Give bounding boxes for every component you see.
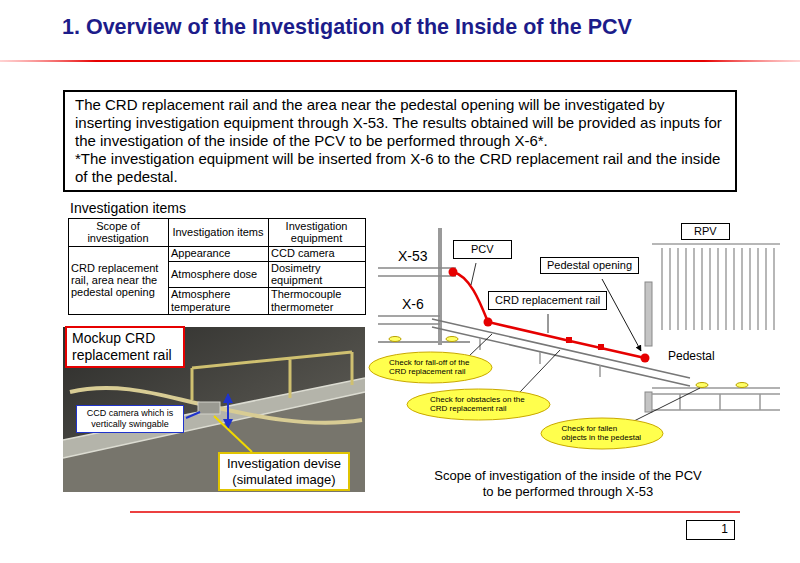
photo-title-box: Mockup CRD replacement rail: [65, 326, 185, 368]
debris-mark: [446, 337, 458, 342]
pedestal-floor: [652, 388, 780, 410]
leader-line: [468, 334, 492, 357]
route-point: [484, 318, 493, 327]
check-ellipse: Check for fallen objects in the pedestal: [540, 417, 664, 450]
debris-mark: [389, 337, 401, 342]
penetration-label: X-6: [402, 296, 424, 312]
device-pointer: [214, 416, 252, 452]
leader-line: [632, 388, 700, 422]
callout-box: Investigation devise (simulated image): [218, 452, 350, 491]
check-ellipse: Check for fall-off of the CRD replacemen…: [368, 351, 493, 384]
structure-label: Pedestal: [666, 349, 717, 363]
photo-device: [198, 402, 220, 414]
table-header-cell: Investigation equipment: [268, 218, 365, 246]
table-header-cell: Scope of investigation: [68, 218, 168, 246]
check-text: Check for fall-off of the CRD replacemen…: [389, 358, 471, 376]
table-cell: Dosimetry equipment: [268, 261, 365, 287]
photo-title: Mockup CRD replacement rail: [72, 330, 178, 364]
access-route: [453, 272, 645, 358]
table-cell: Atmosphere temperature: [168, 287, 268, 314]
table-header-cell: Investigation items: [168, 218, 268, 246]
table-cell: Appearance: [168, 246, 268, 261]
penetration-label: X-53: [398, 248, 428, 264]
leader-line: [520, 350, 560, 392]
check-ellipse: Check for obstacles on the CRD replaceme…: [406, 388, 551, 421]
photo-rail-edge: [63, 378, 365, 458]
footnote-text: *The investigation equipment will be ins…: [75, 150, 725, 186]
ellipse-outline: [541, 418, 663, 449]
table-frame: [69, 219, 366, 315]
title-rule: [0, 60, 800, 62]
route-point: [641, 354, 650, 363]
table-cell: CRD replacement rail, area near the pede…: [68, 246, 168, 314]
component-label-box: RPV: [681, 223, 730, 240]
slide-title: 1. Overview of the Investigation of the …: [62, 15, 632, 40]
pedestal-wall: [645, 282, 652, 346]
debris-mark: [696, 383, 708, 388]
table-cell: CCD camera: [268, 246, 365, 261]
leader-arrow: [602, 279, 641, 351]
section-heading: Investigation items: [70, 200, 186, 216]
route-marker: [566, 337, 572, 343]
component-name: RPV: [694, 225, 717, 238]
component-name: Pedestal opening: [547, 259, 632, 272]
summary-text: The CRD replacement rail and the area ne…: [75, 96, 725, 150]
crd-housings: [652, 244, 780, 330]
callout-box: CCD camera which is vertically swingable: [76, 405, 184, 433]
photo-frame: [192, 352, 352, 400]
table-cell: Atmosphere dose: [168, 261, 268, 287]
ellipse-outline: [369, 352, 492, 383]
footer-rule: [130, 511, 740, 513]
callout-text: Investigation devise (simulated image): [223, 456, 345, 487]
route-marker: [598, 344, 604, 350]
component-name: CRD replacement rail: [495, 294, 600, 307]
mockup-photo: [63, 327, 365, 492]
pcv-wall: [438, 228, 442, 345]
swing-arrow: [227, 394, 229, 428]
component-name: PCV: [471, 243, 494, 256]
ellipse-outline: [407, 389, 550, 420]
debris-mark: [736, 383, 748, 388]
component-label-box: CRD replacement rail: [488, 291, 607, 310]
pedestal-wall: [645, 392, 652, 412]
leader-line: [471, 263, 476, 285]
x6-penetration: [378, 316, 440, 324]
component-label-box: Pedestal opening: [540, 257, 639, 274]
check-text: Check for fallen objects in the pedestal: [562, 424, 643, 442]
component-label-box: PCV: [453, 240, 512, 259]
summary-box: The CRD replacement rail and the area ne…: [63, 90, 737, 192]
route-point: [449, 268, 458, 277]
photo-rail: [63, 378, 365, 458]
camera-pointer: [186, 412, 200, 418]
x53-penetration: [378, 268, 456, 276]
callout-text: CCD camera which is vertically swingable: [79, 408, 181, 430]
leader-line: [548, 314, 549, 333]
figure-caption: Scope of investigation of the inside of …: [430, 468, 706, 499]
table-grid: [69, 219, 366, 315]
check-text: Check for obstacles on the CRD replaceme…: [430, 395, 526, 413]
page-number-box: 1: [686, 520, 735, 540]
table-cell: Thermocouple thermometer: [268, 287, 365, 314]
page-number: 1: [721, 523, 728, 537]
